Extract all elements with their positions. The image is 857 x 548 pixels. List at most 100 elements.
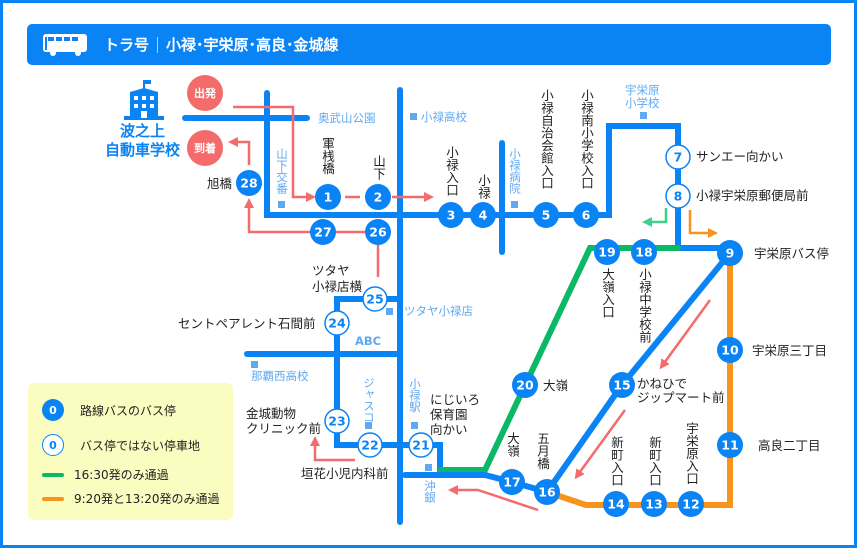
- stop-marker-1: 1: [315, 184, 341, 210]
- stop-number: 5: [542, 208, 551, 223]
- stop-number: 2: [374, 190, 383, 205]
- school-name: 波之上 自動車学校: [105, 122, 180, 160]
- stop-circle: [324, 310, 350, 336]
- landmark-label: ツタヤ小禄店: [404, 304, 473, 318]
- stop-label-line: かねひで: [637, 376, 688, 391]
- stop-number: 20: [516, 378, 534, 393]
- stop-number: 9: [726, 246, 735, 261]
- stop-circle: [315, 184, 341, 210]
- school-name-line2: 自動車学校: [105, 141, 181, 159]
- stop-marker-8: 8: [665, 183, 691, 209]
- stop-number: 18: [635, 245, 652, 260]
- stop-marker-11: 11: [717, 432, 743, 458]
- stop-number: 1: [324, 190, 333, 205]
- stop-circle: [362, 286, 388, 312]
- stop-circle: [365, 219, 391, 245]
- stop-label: ツタヤ小禄店横: [312, 263, 362, 295]
- stop-circle: [573, 202, 599, 228]
- legend-item-green: 16:30発のみ通過: [42, 466, 169, 483]
- stop-label: 軍桟橋: [320, 137, 335, 175]
- route-name: トラ号: [104, 36, 150, 54]
- stop-label: 旭橋: [207, 176, 233, 191]
- stop-circle: [236, 170, 262, 196]
- stop-label-line: ジップマート前: [637, 390, 725, 405]
- stop-label: 山下: [371, 155, 386, 180]
- stop-number: 25: [366, 292, 383, 307]
- arrow-departure: [233, 105, 316, 202]
- stop-label: 大嶺入口: [600, 268, 615, 318]
- legend-item-non-bus-stop: 0 バス停ではない停車地: [42, 434, 200, 456]
- stop-marker-6: 6: [573, 202, 599, 228]
- stop-number: 3: [447, 208, 456, 223]
- landmark-label: ジャスコ: [362, 377, 376, 423]
- stop-label: 五月橋: [535, 432, 550, 470]
- stop-label: にじいろ保育園向かい: [430, 392, 480, 437]
- stop-marker-17: 17: [499, 469, 525, 495]
- road-okigin: [402, 250, 733, 496]
- stop-circle: [533, 202, 559, 228]
- stop-marker-13: 13: [641, 491, 667, 517]
- landmark-marker: [410, 113, 417, 120]
- arrow-15-16: [574, 409, 627, 480]
- stop-circle: [470, 202, 496, 228]
- stop-circle: [665, 183, 691, 209]
- stop-circle: [717, 432, 743, 458]
- stop-marker-24: 24: [324, 310, 350, 336]
- stop-label-line: にじいろ: [430, 392, 481, 407]
- arrow-green-branch: [642, 208, 668, 227]
- stop-label: 小禄中学校前: [637, 268, 652, 343]
- stop-circle: [310, 219, 336, 245]
- stop-circle: [717, 240, 743, 266]
- stop-label-line: ツタヤ: [312, 263, 350, 278]
- stop-marker-25: 25: [362, 286, 388, 312]
- stop-number: 13: [645, 497, 662, 512]
- stop-number: 8: [674, 189, 683, 204]
- stop-number: 10: [721, 343, 739, 358]
- stop-number: 26: [369, 225, 387, 240]
- stop-number: 16: [538, 485, 556, 500]
- non-bus-stop-symbol: 0: [42, 434, 64, 456]
- stop-number: 19: [598, 245, 615, 260]
- landmark-marker: [386, 308, 393, 315]
- landmark-label: 小禄病院: [508, 148, 522, 194]
- stop-label: 新町入口: [609, 436, 624, 486]
- stop-label: 小禄入口: [444, 146, 459, 196]
- stop-label-line: 金城動物: [246, 406, 297, 421]
- school-building-icon: [124, 80, 164, 120]
- stop-marker-4: 4: [470, 202, 496, 228]
- legend-label: 9:20発と13:20発のみ通過: [74, 492, 220, 506]
- landmark-label: 沖銀: [423, 480, 437, 503]
- stop-number: 23: [328, 414, 345, 429]
- legend-label: 路線バスのバス停: [80, 403, 177, 418]
- stop-label: 新町入口: [647, 436, 662, 486]
- stop-label: 大嶺: [543, 378, 569, 393]
- arrival-badge: 到着: [187, 130, 223, 166]
- stop-label: 宇栄原バス停: [754, 246, 830, 261]
- stop-label-line: 保育園: [430, 407, 468, 422]
- stop-circle: [499, 469, 525, 495]
- stop-marker-27: 27: [310, 219, 336, 245]
- stop-circle: [678, 491, 704, 517]
- stop-number: 15: [613, 378, 630, 393]
- arrow-arrival: [228, 137, 251, 165]
- legend-label: バス停ではない停車地: [80, 438, 201, 453]
- stop-label: 小禄南小学校入口: [579, 89, 594, 189]
- stop-marker-23: 23: [324, 408, 350, 434]
- arrow-orange-branch: [688, 210, 718, 238]
- stop-marker-28: 28: [236, 170, 262, 196]
- line-name: 小禄･宇栄原･高良･金城線: [166, 36, 339, 54]
- stop-marker-16: 16: [534, 479, 560, 505]
- stop-label-line: クリニック前: [246, 421, 322, 436]
- stop-label-line: 小禄店横: [312, 279, 363, 294]
- stop-number: 24: [328, 316, 346, 331]
- stop-circle: [534, 479, 560, 505]
- school-name-line1: 波之上: [120, 122, 166, 140]
- stop-marker-9: 9: [717, 240, 743, 266]
- stop-marker-18: 18: [631, 239, 657, 265]
- stop-circle: [717, 337, 743, 363]
- landmark-label: 小禄高校: [421, 110, 467, 124]
- landmark-marker: [640, 112, 647, 119]
- landmark-label-line: 小学校: [625, 96, 660, 110]
- stop-label: 宇栄原入口: [684, 422, 699, 485]
